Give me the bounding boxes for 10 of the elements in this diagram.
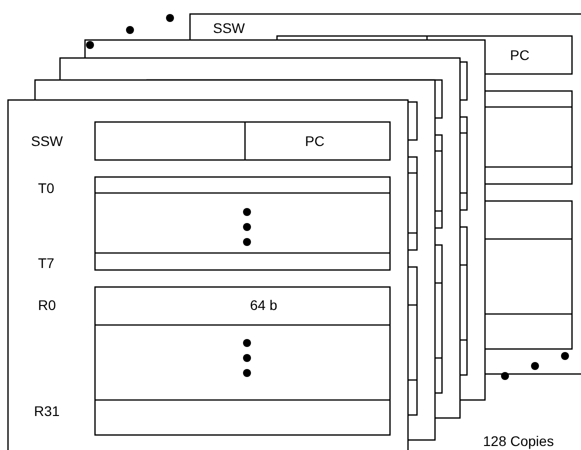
register-label: SSW [213,20,245,36]
register-label: SSW [31,133,63,149]
register-label: PC [510,47,530,63]
register-label: T7 [38,255,54,271]
register-label: T0 [38,180,54,196]
register-label: R31 [34,403,60,419]
bit-width-label: 64 b [250,297,278,313]
register-label: PC [305,133,324,149]
register-label: R0 [38,297,56,313]
copies-note: 128 Copies [483,433,554,449]
